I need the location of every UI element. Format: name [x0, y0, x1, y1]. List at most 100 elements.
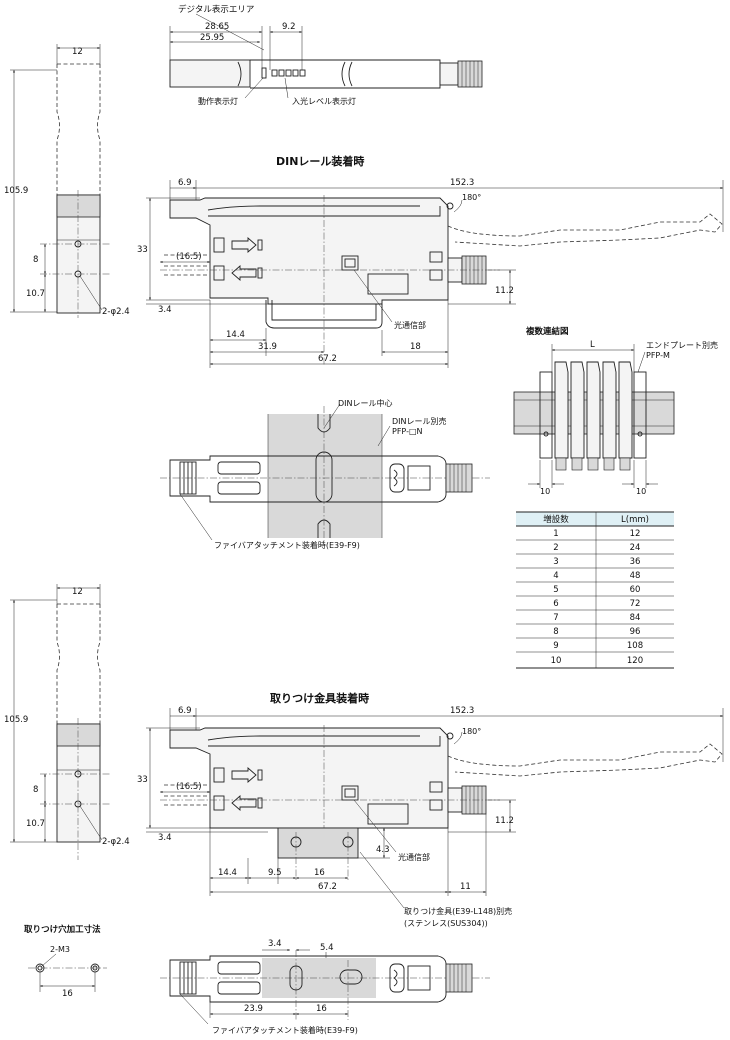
end-plate-label: エンドプレート別売: [646, 340, 718, 350]
extension-count-table: 増設数 L(mm) 1 12 2 24 3 36 4 48 5 60 6 72 …: [516, 511, 674, 669]
table-cell: 1: [553, 529, 558, 539]
table-header-count: 増設数: [543, 514, 569, 525]
table-header-length: L(mm): [621, 515, 649, 525]
table-cell: 120: [627, 656, 643, 666]
table-cell: 84: [630, 613, 641, 623]
amplifier-units: [554, 361, 633, 471]
br-dim-3-4: 3.4: [158, 833, 172, 843]
bp-fiber-attachment-label: ファイバアタッチメント装着時(E39-F9): [212, 1025, 358, 1035]
side1-dim-8: 8: [33, 255, 38, 265]
din-rail-model: PFP-□N: [392, 427, 423, 436]
connector-threads-top: [457, 60, 483, 88]
table-cell: 8: [553, 627, 558, 637]
bracket-mounted-title: 取りつけ金具装着時: [270, 691, 369, 705]
table-cell: 6: [553, 599, 558, 609]
din-dim-11-2: 11.2: [495, 286, 514, 296]
br-dim-33: 33: [137, 775, 148, 785]
table-cell: 2: [553, 543, 558, 553]
din-dim-33: 33: [137, 245, 148, 255]
dim-9-2: 9.2: [282, 22, 296, 32]
side2-dim-105-9: 105.9: [4, 715, 28, 725]
hole-pitch-16: 16: [62, 989, 73, 999]
br-dim-11: 11: [460, 882, 471, 892]
side2-dim-8: 8: [33, 785, 38, 795]
table-cell: 72: [630, 599, 641, 609]
br-dim-14-4: 14.4: [218, 868, 237, 878]
bracket-section-view: 取りつけ金具装着時 6.9 152.3 180° (16.5): [137, 691, 724, 928]
br-dim-152-3: 152.3: [450, 706, 474, 716]
din-dim-67-2: 67.2: [318, 354, 337, 364]
dim-28-65: 28.65: [205, 22, 229, 32]
br-dim-67-2: 67.2: [318, 882, 337, 892]
table-cell: 5: [553, 585, 558, 595]
table-cell: 10: [551, 656, 562, 666]
br-dim-16: 16: [314, 868, 325, 878]
operation-indicator-label: 動作表示灯: [198, 96, 238, 106]
end-plate-model: PFP-M: [646, 351, 670, 360]
multi-connection-view: 複数連結図 L エンドプレート別売 PFP-M: [513, 326, 718, 669]
connector-threads-plan: [445, 463, 473, 493]
side-view-1: 12 105.9 8 10.7 2-φ2.4: [4, 44, 130, 318]
side2-dim-12: 12: [72, 587, 83, 597]
bp-dim-3-4: 3.4: [268, 939, 282, 949]
bp-dim-23-9: 23.9: [244, 1004, 263, 1014]
multi-connect-title: 複数連結図: [525, 326, 569, 337]
dim-25-95: 25.95: [200, 33, 224, 43]
top-view: デジタル表示エリア 28.65 25.95 9.2: [169, 4, 483, 106]
table-cell: 24: [630, 543, 641, 553]
table-cell: 36: [630, 557, 641, 567]
din-dim-6-9: 6.9: [178, 178, 192, 188]
side-view-2: 12 105.9 8 10.7 2-φ2.4: [4, 584, 130, 860]
side1-dim-105-9: 105.9: [4, 186, 28, 196]
side1-dim-12: 12: [72, 47, 83, 57]
din-dim-16-5: (16.5): [176, 252, 202, 262]
mounting-hole-title: 取りつけ穴加工寸法: [24, 924, 101, 935]
multi-dim-10-right: 10: [636, 487, 646, 496]
din-dim-18: 18: [410, 342, 421, 352]
table-cell: 4: [553, 571, 558, 581]
side1-dim-10-7: 10.7: [26, 289, 45, 299]
din-rail-section-view: DINレール装着時 6.9 152.3 180° (16.5): [137, 154, 724, 368]
multi-dim-10-left: 10: [540, 487, 550, 496]
table-cell: 108: [627, 641, 643, 651]
table-cell: 12: [630, 529, 641, 539]
din-dim-152-3: 152.3: [450, 178, 474, 188]
mounting-bracket-material: (ステンレス(SUS304)): [404, 919, 488, 928]
table-cell: 48: [630, 571, 641, 581]
bracket-plan-view: 3.4 5.4 23.9 16 ファイバアタッチメント装着時(E39-F9): [160, 939, 490, 1035]
connector-threads-bracket-plan: [445, 963, 473, 993]
din-angle-180: 180°: [462, 193, 481, 202]
mounting-hole-dims: 取りつけ穴加工寸法 2-M3 16: [24, 924, 107, 999]
br-optical-comm-label: 光通信部: [398, 852, 430, 862]
br-dim-9-5: 9.5: [268, 868, 282, 878]
digital-display-area-label: デジタル表示エリア: [178, 4, 254, 15]
din-rail-center-label: DINレール中心: [338, 398, 393, 408]
din-rail-mounted-title: DINレール装着時: [276, 154, 364, 168]
table-cell: 60: [630, 585, 641, 595]
din-dim-3-4: 3.4: [158, 305, 172, 315]
din-optical-comm-label: 光通信部: [394, 320, 426, 330]
incident-level-indicator-label: 入光レベル表示灯: [292, 96, 356, 106]
table-cell: 3: [553, 557, 558, 567]
din-fiber-attachment-label: ファイバアタッチメント装着時(E39-F9): [214, 540, 360, 550]
br-dim-11-2: 11.2: [495, 816, 514, 826]
br-dim-4-3: 4.3: [376, 845, 390, 855]
multi-dim-L: L: [590, 340, 595, 350]
table-cell: 7: [553, 613, 558, 623]
din-plan-view: DINレール中心 DINレール別売 PFP-□N ファイバアタッチメント装着時(…: [160, 398, 490, 550]
mounting-bracket-label: 取りつけ金具(E39-L148)別売: [404, 906, 512, 916]
din-rail-sold-separately: DINレール別売: [392, 416, 447, 426]
level-leds: [271, 69, 306, 77]
br-dim-16-5: (16.5): [176, 782, 202, 792]
br-dim-6-9: 6.9: [178, 706, 192, 716]
side1-hole-label: 2-φ2.4: [102, 307, 130, 317]
side2-hole-label: 2-φ2.4: [102, 837, 130, 847]
bp-dim-5-4: 5.4: [320, 943, 334, 953]
bp-dim-16: 16: [316, 1004, 327, 1014]
table-cell: 96: [630, 627, 641, 637]
din-dim-14-4: 14.4: [226, 330, 245, 340]
side2-dim-10-7: 10.7: [26, 819, 45, 829]
hole-thread-label: 2-M3: [50, 945, 70, 954]
br-angle-180: 180°: [462, 727, 481, 736]
